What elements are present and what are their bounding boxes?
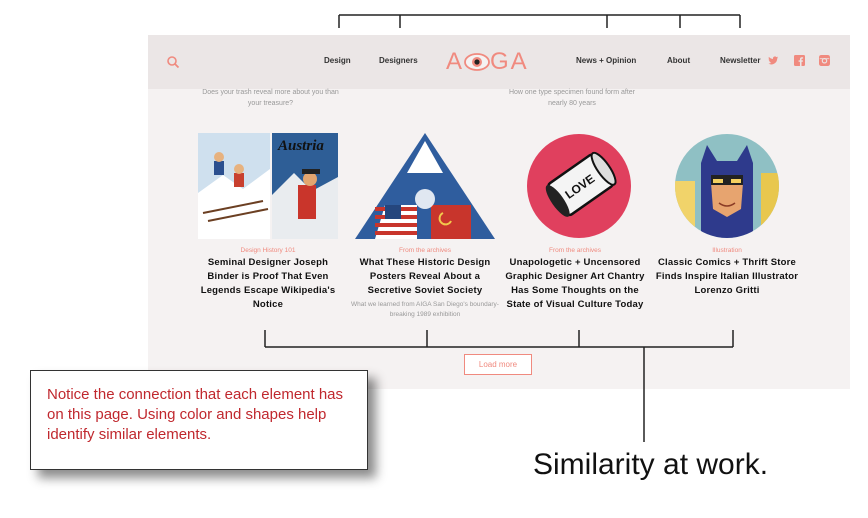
logo-eye [464, 51, 490, 71]
article-category[interactable]: Illustration [712, 247, 742, 254]
article-title[interactable]: What These Historic Design Posters Revea… [359, 257, 491, 296]
callout-box: Notice the connection that each element … [30, 370, 368, 470]
article-category[interactable]: Design History 101 [240, 247, 296, 254]
load-more-button[interactable]: Load more [464, 354, 532, 375]
article-description: What we learned from AIGA San Diego's bo… [351, 301, 499, 318]
nav-about[interactable]: About [667, 56, 691, 65]
logo-letter-a: A [446, 48, 465, 75]
article-image-2[interactable] [355, 133, 495, 239]
previous-row-caption-2: How one type specimen found form after n… [508, 89, 636, 107]
nav-newsletter[interactable]: Newsletter [720, 56, 761, 65]
article-title[interactable]: Classic Comics + Thrift Store Finds Insp… [655, 257, 799, 296]
article-category[interactable]: From the archives [548, 247, 602, 254]
article-title[interactable]: Seminal Designer Joseph Binder is Proof … [200, 257, 336, 310]
article-title[interactable]: Unapologetic + Uncensored Graphic Design… [505, 257, 645, 310]
previous-row-caption-1: Does your trash reveal more about you th… [202, 89, 339, 107]
header-bar: Design Designers A GA News + Opinion Abou… [148, 35, 850, 89]
bottom-bracket [264, 330, 734, 442]
facebook-icon[interactable] [794, 55, 805, 66]
twitter-icon[interactable] [768, 55, 779, 66]
poster-title: Austria [277, 138, 324, 154]
article-image-4[interactable] [657, 133, 797, 239]
search-icon[interactable] [166, 55, 180, 69]
article-category[interactable]: From the archives [398, 247, 452, 254]
instagram-icon[interactable] [819, 55, 830, 66]
similarity-label: Similarity at work. [533, 448, 769, 481]
nav-design[interactable]: Design [324, 56, 351, 65]
aiga-logo[interactable]: A GA [446, 49, 529, 75]
callout-text: Notice the connection that each element … [47, 386, 344, 443]
top-bracket [338, 14, 741, 28]
article-card-4[interactable]: Illustration Classic Comics + Thrift Sto… [653, 133, 801, 298]
logo-letters-ga: GA [490, 48, 529, 75]
article-card-3[interactable]: LOVE From the archives Unapologetic + Un… [501, 133, 649, 312]
article-image-1[interactable]: Austria [198, 133, 338, 239]
article-card-1[interactable]: Austria Design History 101 Seminal Desig… [194, 133, 342, 312]
nav-designers[interactable]: Designers [379, 56, 418, 65]
nav-news-opinion[interactable]: News + Opinion [576, 56, 637, 65]
article-image-3[interactable]: LOVE [505, 133, 645, 239]
article-card-2[interactable]: From the archives What These Historic De… [351, 133, 499, 320]
